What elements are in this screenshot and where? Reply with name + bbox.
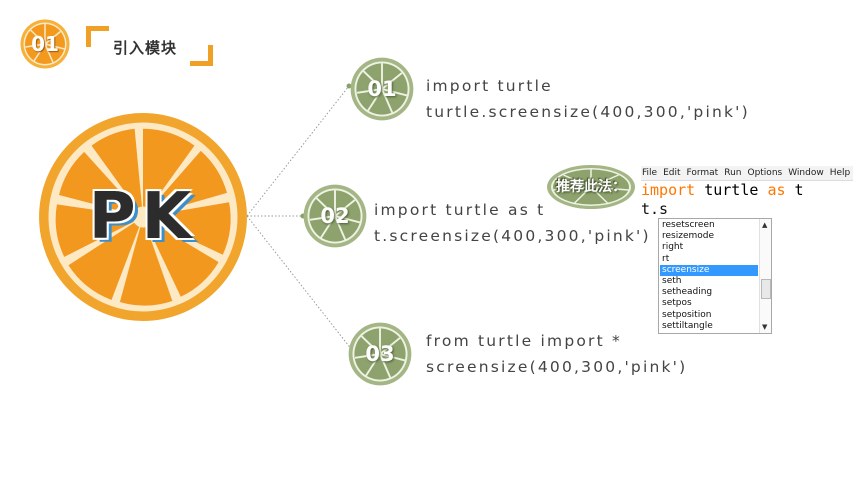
scrollbar[interactable]: ▲ ▼ — [759, 219, 771, 333]
editor-line-2[interactable]: t.s — [641, 200, 669, 218]
list-item[interactable]: rt — [662, 253, 670, 264]
menu-file[interactable]: File — [642, 168, 658, 178]
list-item[interactable]: setheading — [662, 287, 713, 298]
code-line: from turtle import * — [426, 332, 622, 350]
option-number: 03 — [365, 342, 395, 366]
menu-window[interactable]: Window — [788, 168, 824, 178]
autocomplete-popup[interactable]: resetscreen resizemode right rt screensi… — [658, 218, 772, 334]
orange-slice-icon — [39, 113, 247, 321]
module-name: turtle — [695, 181, 768, 199]
pk-label: PK — [88, 180, 198, 254]
option-1-code: import turtle turtle.screensize(400,300,… — [426, 73, 750, 125]
section-number: 01 — [31, 32, 59, 56]
list-item[interactable]: settiltangle — [662, 320, 713, 331]
list-item-selected[interactable]: screensize — [660, 264, 758, 276]
section-title: 引入模块 — [113, 39, 178, 57]
lime-slice-icon — [303, 184, 367, 248]
menu-run[interactable]: Run — [724, 168, 742, 178]
code-line: screensize(400,300,'pink') — [426, 358, 688, 376]
list-item[interactable]: right — [662, 242, 684, 253]
recommend-label: 推荐此法： — [556, 179, 626, 195]
keyword-as: as — [767, 181, 786, 199]
code-line: import turtle as t — [374, 201, 546, 219]
bracket-bottom-right — [190, 45, 213, 66]
scroll-thumb[interactable] — [761, 279, 771, 299]
lime-slice-icon — [350, 57, 414, 121]
list-item[interactable]: resizemode — [662, 231, 715, 242]
option-number: 02 — [320, 204, 350, 228]
menu-format[interactable]: Format — [686, 168, 719, 178]
idle-menubar: File Edit Format Run Options Window Help — [641, 166, 853, 181]
code-line: import turtle — [426, 77, 553, 95]
bracket-top-left — [86, 26, 109, 47]
list-item[interactable]: seth — [662, 275, 682, 286]
lime-slice-icon — [348, 322, 412, 386]
lime-badge-icon — [547, 165, 635, 209]
option-2-code: import turtle as t t.screensize(400,300,… — [374, 197, 651, 249]
orange-slice-icon — [20, 19, 70, 69]
menu-options[interactable]: Options — [747, 168, 783, 178]
scroll-down-arrow-icon[interactable]: ▼ — [762, 323, 768, 331]
list-item[interactable]: resetscreen — [662, 220, 715, 230]
keyword-import: import — [641, 181, 696, 199]
autocomplete-list[interactable]: resetscreen resizemode right rt screensi… — [660, 220, 758, 332]
menu-edit[interactable]: Edit — [663, 168, 681, 178]
code-line: t.screensize(400,300,'pink') — [374, 227, 651, 245]
code-line: turtle.screensize(400,300,'pink') — [426, 103, 750, 121]
option-3-code: from turtle import * screensize(400,300,… — [426, 328, 687, 380]
alias-name: t — [785, 181, 804, 199]
scroll-up-arrow-icon[interactable]: ▲ — [762, 221, 768, 229]
option-number: 01 — [367, 77, 397, 101]
list-item[interactable]: setpos — [662, 298, 692, 309]
menu-help[interactable]: Help — [829, 168, 851, 178]
list-item[interactable]: setposition — [662, 309, 712, 320]
editor-line-1[interactable]: import turtle as t — [641, 180, 804, 200]
